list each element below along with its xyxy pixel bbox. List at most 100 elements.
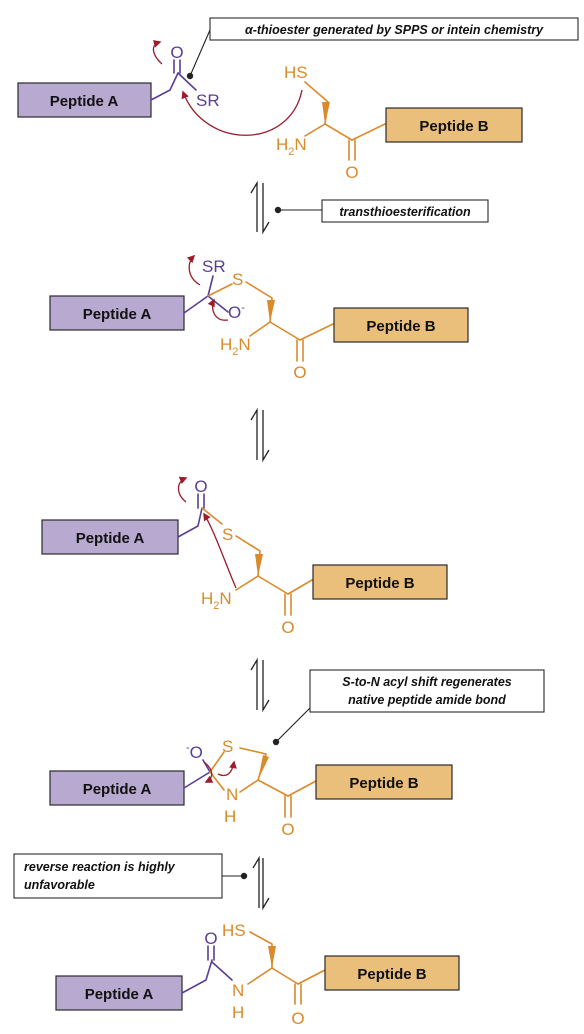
eq-reverse (262, 410, 270, 463)
curved-arrow-amine-attack (203, 512, 237, 589)
ring-nitrogen: N (226, 785, 238, 804)
equilibrium-arrow-2 (250, 407, 270, 463)
alpha-c-bond (324, 123, 353, 141)
peptide-b-label: Peptide B (349, 775, 418, 792)
cys-carbonyl-o: O (281, 820, 294, 839)
carbonyl-oxygen: O (170, 43, 183, 62)
alpha-c-bond (257, 779, 289, 797)
reverse-leader-dot (240, 872, 248, 880)
curved-arrow-thiol-attack (181, 89, 303, 136)
cys-wedge (267, 300, 275, 322)
peptide-a-label: Peptide A (83, 781, 152, 798)
eq-forward (250, 657, 258, 710)
thiol-hs: HS (222, 921, 246, 940)
c-s-bond (201, 507, 223, 525)
carbonyl-oxygen: O (194, 477, 207, 496)
reverse-note-box (13, 853, 223, 899)
thioester-note: α-thioester generated by SPPS or intein … (245, 23, 544, 37)
peptide-b-box (324, 955, 460, 991)
cys-carbonyl-o: O (345, 163, 358, 182)
amine-h: H2N (201, 589, 232, 612)
step-4-cyclic-intermediate: Peptide A -O S N H O Peptide B (49, 737, 453, 839)
cys-sidechain (249, 931, 273, 969)
transthio-note: transthioesterification (339, 205, 471, 219)
amide-backbone (181, 959, 213, 994)
c-o-bond (207, 295, 229, 313)
curved-arrow-cs-break (217, 760, 237, 777)
sulfur: S (232, 270, 243, 289)
cys-wedge (322, 102, 330, 124)
acyl-shift-note-line2: native peptide amide bond (348, 693, 506, 707)
amine-h: H2N (220, 335, 251, 358)
curved-arrow-oxyanion (207, 298, 229, 321)
eq-reverse (262, 660, 270, 713)
a-to-ring-bond (183, 771, 211, 789)
sulfur: S (222, 525, 233, 544)
step-5-native-amide-product: Peptide A O N H HS O Peptide B (55, 921, 460, 1028)
ring-s-ch2 (239, 747, 267, 755)
peptide-a-label: Peptide A (50, 93, 119, 110)
alpha-n-bond (304, 123, 326, 137)
step-1-thioester: Peptide A O SR HS H2N O Peptide B α-thio… (17, 17, 579, 182)
alpha-c-bond (257, 575, 289, 595)
c-sr-bond (207, 275, 214, 297)
alpha-n-bond (235, 575, 259, 591)
ring-sulfur: S (222, 737, 233, 756)
peptide-a-box (41, 519, 179, 555)
ring-nh-hydrogen: H (224, 807, 236, 826)
n-ca-bond (247, 967, 273, 985)
peptide-a-box (49, 295, 185, 331)
c-peptideb-bond (297, 969, 326, 985)
thioester-backbone (150, 72, 179, 101)
amide-oxygen: O (204, 929, 217, 948)
amine-h: H2N (276, 135, 307, 158)
peptide-a-box (49, 770, 185, 806)
ring-ca-n (239, 779, 259, 793)
eq-reverse-major (262, 858, 270, 911)
equilibrium-arrow-4: reverse reaction is highly unfavorable (13, 853, 270, 911)
peptide-a-label: Peptide A (85, 986, 154, 1003)
acyl-shift-leader (275, 707, 311, 743)
curved-arrow-carbonyl (177, 476, 188, 503)
cys-wedge (255, 554, 263, 576)
step-2-tetrahedral-intermediate: Peptide A SR O- S H2N O Peptide B (49, 254, 469, 382)
thioester-note-box (209, 17, 579, 41)
reverse-note-line1: reverse reaction is highly (24, 860, 176, 874)
eq-reverse (262, 183, 270, 235)
thioester-leader (189, 29, 211, 77)
equilibrium-arrow-1: transthioesterification (250, 180, 489, 235)
ring-wedge (258, 755, 269, 780)
ring-c-s (209, 751, 225, 773)
amide-hydrogen: H (232, 1003, 244, 1022)
peptide-b-label: Peptide B (345, 575, 414, 592)
acyl-shift-leader-dot (272, 738, 280, 746)
sr-group: SR (196, 91, 220, 110)
a-to-tetra-bond (183, 295, 209, 314)
cys-carbonyl-o: O (291, 1009, 304, 1028)
acyl-shift-note-box (309, 669, 545, 713)
c-peptideb-bond (287, 579, 313, 595)
c-peptideb-bond (299, 323, 334, 341)
alpha-c-bond (271, 967, 299, 985)
thiol-hs: HS (284, 63, 308, 82)
c-s-bond (177, 72, 197, 91)
step-3-thioester-ligated: Peptide A O S H2N O Peptide B (41, 476, 448, 637)
c-s-bond (207, 283, 233, 297)
acyl-shift-note-line1: S-to-N acyl shift regenerates (342, 675, 512, 689)
peptide-b-box (333, 307, 469, 343)
thioester-leader-dot (186, 72, 194, 80)
cys-carbonyl-o: O (293, 363, 306, 382)
peptide-b-label: Peptide B (366, 318, 435, 335)
amide-c-n-bond (211, 961, 233, 981)
alkoxide: O- (228, 302, 245, 322)
c-peptideb-bond (287, 780, 317, 797)
transthio-leader-dot (274, 206, 282, 214)
transthio-note-box (321, 199, 489, 223)
curved-arrow-sr-leave (186, 254, 201, 286)
equilibrium-arrow-3: S-to-N acyl shift regenerates native pep… (250, 657, 545, 746)
eq-forward-minor (252, 855, 260, 908)
peptide-b-box (385, 107, 523, 143)
c-peptideb-bond (351, 123, 386, 141)
curved-arrow-oxyanion-collapse (203, 761, 214, 783)
